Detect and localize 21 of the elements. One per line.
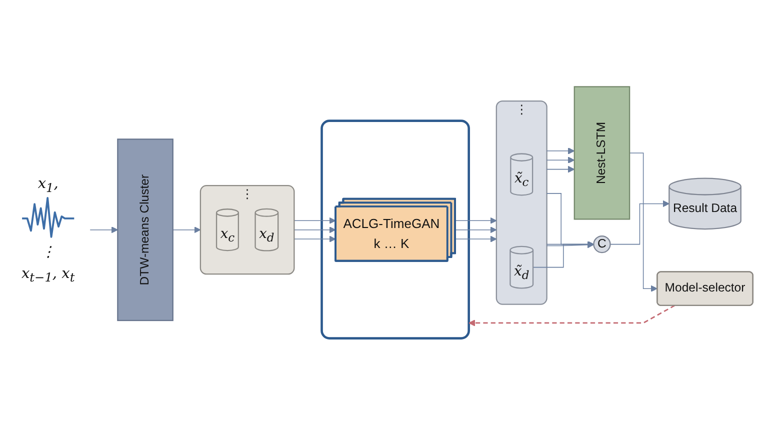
arrow [294,236,336,242]
arrow [610,200,670,245]
arrow [546,193,594,248]
arrow [90,226,118,234]
arrow [454,236,497,242]
node-circle: C [593,235,611,254]
arrow [294,226,336,234]
arrow [546,156,575,164]
arrow [468,304,676,326]
arrow [546,148,575,154]
node-box: Nest-LSTM [574,86,630,220]
arrow [294,217,336,224]
arrow [629,152,658,292]
node-text: x$_{1}$, ⋮ x$_{t−1}$, x$_{t}$ [21,175,75,285]
arrow [172,226,201,234]
arrow [532,240,594,268]
cluster [320,120,470,340]
arrow [454,226,497,234]
arrow [454,217,497,224]
node-box: DTW-means Cluster [117,138,174,322]
arrow [546,166,575,173]
